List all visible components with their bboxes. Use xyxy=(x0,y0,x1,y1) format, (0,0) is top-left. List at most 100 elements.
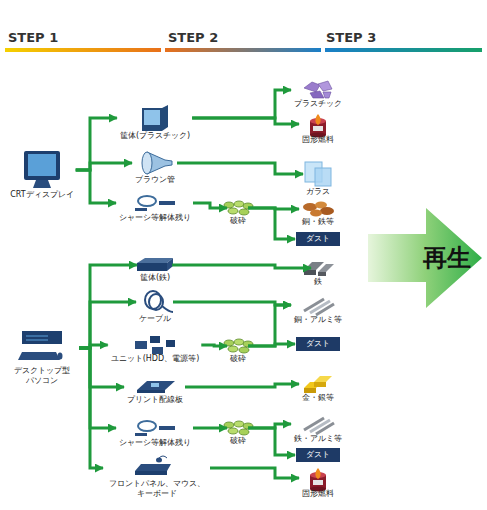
flow-arrow xyxy=(192,118,299,124)
flow-arrow xyxy=(193,427,227,430)
item-node: 筐体(プラスチック) xyxy=(118,105,192,141)
unit-icon xyxy=(135,336,175,354)
chassis-icon xyxy=(135,421,175,436)
node-label: 破砕 xyxy=(230,216,246,226)
tube-icon xyxy=(142,152,172,174)
flow-arrow xyxy=(173,302,291,305)
item-node: 固形燃料 xyxy=(300,467,336,499)
item-node: ブラウン管 xyxy=(133,151,177,185)
cable-icon xyxy=(145,291,173,312)
node-label: 固形燃料 xyxy=(302,489,334,499)
node-label: 再生 xyxy=(423,246,471,270)
node-label: ダスト xyxy=(306,234,330,244)
step-heading: STEP 1 xyxy=(8,30,58,45)
item-node: デスクトップ型 パソコン xyxy=(5,330,79,386)
node-label: ダスト xyxy=(306,339,330,349)
flow-arrow xyxy=(79,348,116,428)
case-icon xyxy=(142,105,168,131)
fuel-icon xyxy=(310,468,326,492)
node-label: フロントパネル、マウス、 キーボード xyxy=(106,479,208,499)
node-label: ユニット(HDD、電源等) xyxy=(111,354,200,364)
node-label: 固形燃料 xyxy=(302,135,334,145)
flow-arrow xyxy=(76,170,116,203)
node-label: シャーシ等解体残り xyxy=(119,213,191,223)
flow-arrow xyxy=(248,344,295,346)
output-tag: ダスト xyxy=(296,337,340,351)
output-tag: ダスト xyxy=(296,448,340,462)
arrow-body xyxy=(368,208,482,308)
flow-arrow xyxy=(185,384,299,387)
node-label: ダスト xyxy=(306,450,330,460)
node-label: 筐体(鉄) xyxy=(140,273,170,283)
item-node: 鉄・アルミ等 xyxy=(292,414,344,444)
desktop-icon xyxy=(18,331,63,360)
flow-arrow xyxy=(177,163,303,174)
node-label: 筐体(プラスチック) xyxy=(120,131,190,141)
node-label: 銅・鉄等 xyxy=(302,217,334,227)
item-node: CRTディスプレイ xyxy=(8,150,75,200)
step-bar xyxy=(165,48,321,52)
node-label: CRTディスプレイ xyxy=(10,190,73,200)
item-node: 銅・鉄等 xyxy=(300,201,336,227)
flow-arrow xyxy=(192,90,291,118)
flow-arrow xyxy=(79,265,137,348)
node-label: ケーブル xyxy=(139,314,171,324)
item-node: ユニット(HDD、電源等) xyxy=(109,336,202,364)
item-node: 固形燃料 xyxy=(300,113,336,145)
node-label: デスクトップ型 パソコン xyxy=(7,366,77,386)
step-heading: STEP 2 xyxy=(168,30,218,45)
node-label: 銅・アルミ等 xyxy=(294,315,342,325)
flow-arrow xyxy=(248,428,295,455)
item-node: 筐体(鉄) xyxy=(138,257,172,283)
recycle-arrow: 再生 xyxy=(368,208,483,308)
item-node: フロントパネル、マウス、 キーボード xyxy=(104,457,210,499)
step-bar xyxy=(5,48,161,52)
item-node: 銅・アルミ等 xyxy=(292,295,344,325)
step-heading: STEP 3 xyxy=(326,30,376,45)
item-node: シャーシ等解体残り xyxy=(117,193,193,223)
item-node: ガラス xyxy=(304,161,332,197)
node-label: シャーシ等解体残り xyxy=(119,438,191,448)
item-node: ケーブル xyxy=(137,290,173,324)
gold-icon xyxy=(304,376,332,393)
flow-arrow xyxy=(172,265,311,268)
rod-icon xyxy=(304,299,334,315)
plastic-icon xyxy=(304,81,332,98)
rod-icon xyxy=(304,418,334,434)
circuit-board-icon xyxy=(137,381,175,393)
flow-arrow xyxy=(79,348,103,468)
flow-arrow xyxy=(79,302,136,348)
flow-arrow xyxy=(210,468,299,478)
flow-arrow xyxy=(201,345,227,346)
node-label: ブラウン管 xyxy=(135,175,175,185)
node-label: 破砕 xyxy=(230,436,246,446)
item-node: 破砕 xyxy=(228,420,248,446)
item-node: シャーシ等解体残り xyxy=(117,418,193,448)
flow-arrow xyxy=(248,305,291,346)
item-node: 鉄 xyxy=(312,259,324,287)
fuel-icon xyxy=(310,114,326,138)
keyboard-icon xyxy=(135,456,171,475)
glass-icon xyxy=(305,162,331,186)
flow-arrow xyxy=(79,348,124,387)
item-node: 破砕 xyxy=(228,200,248,226)
output-tag: ダスト xyxy=(296,232,340,246)
item-node: プリント配線板 xyxy=(125,379,185,405)
item-node: プラスチック xyxy=(292,81,344,109)
node-label: プラスチック xyxy=(294,99,342,109)
flow-arrow xyxy=(248,208,295,239)
copper-icon xyxy=(303,202,334,217)
node-label: プリント配線板 xyxy=(127,395,183,405)
node-label: 破砕 xyxy=(230,354,246,364)
steel-case-icon xyxy=(137,258,173,271)
item-node: 金・銀等 xyxy=(300,375,336,403)
node-label: 鉄 xyxy=(314,277,322,287)
flow-arrow xyxy=(193,203,227,208)
node-label: 金・銀等 xyxy=(302,393,334,403)
chassis-icon xyxy=(135,196,175,211)
crt-icon xyxy=(24,151,60,188)
item-node: 破砕 xyxy=(228,338,248,364)
node-label: ガラス xyxy=(306,187,330,197)
node-label: 鉄・アルミ等 xyxy=(294,434,342,444)
step-bar xyxy=(325,48,482,52)
